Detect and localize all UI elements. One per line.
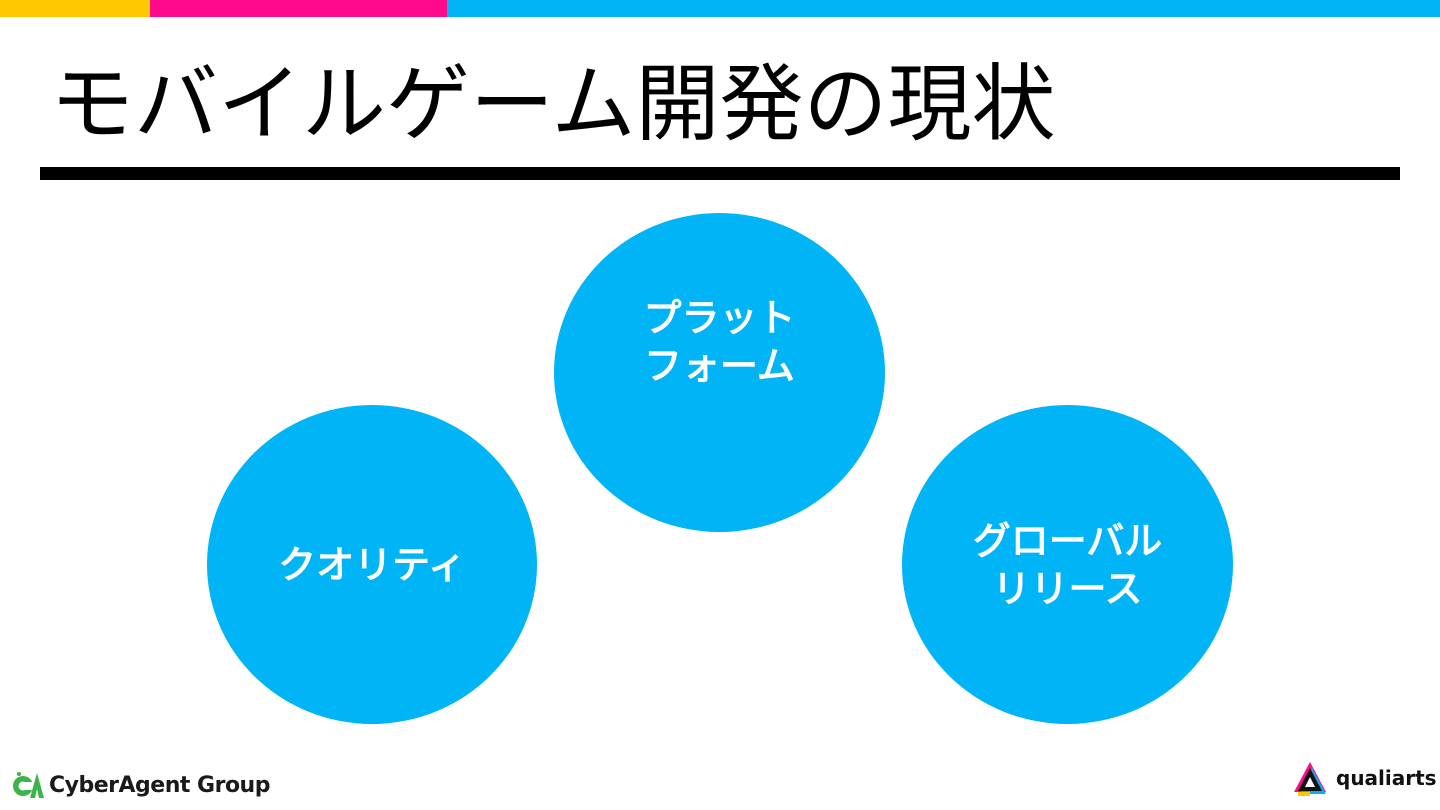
cyberagent-logo-text: CyberAgent Group	[49, 772, 270, 798]
top-accent-bar-pink	[150, 0, 447, 17]
cyberagent-logo-icon	[13, 772, 44, 798]
circle-platform-label: プラット フォーム	[643, 295, 796, 388]
title-underline	[40, 167, 1400, 180]
circle-quality: クオリティ	[207, 405, 537, 724]
circle-global-release: グローバル リリース	[902, 405, 1233, 724]
qualiarts-logo-text: qualiarts	[1336, 766, 1437, 790]
top-accent-bar-yellow	[0, 0, 150, 17]
circle-global-release-label: グローバル リリース	[972, 518, 1163, 611]
top-accent-bar-blue	[447, 0, 1440, 17]
slide-title: モバイルゲーム開発の現状	[50, 55, 1056, 153]
circle-quality-label: クオリティ	[278, 542, 466, 587]
cyberagent-group-logo: CyberAgent Group	[12, 768, 270, 802]
qualiarts-logo-icon	[1294, 762, 1326, 796]
qualiarts-logo: qualiarts	[1290, 756, 1437, 800]
circle-platform: プラット フォーム	[554, 213, 885, 532]
